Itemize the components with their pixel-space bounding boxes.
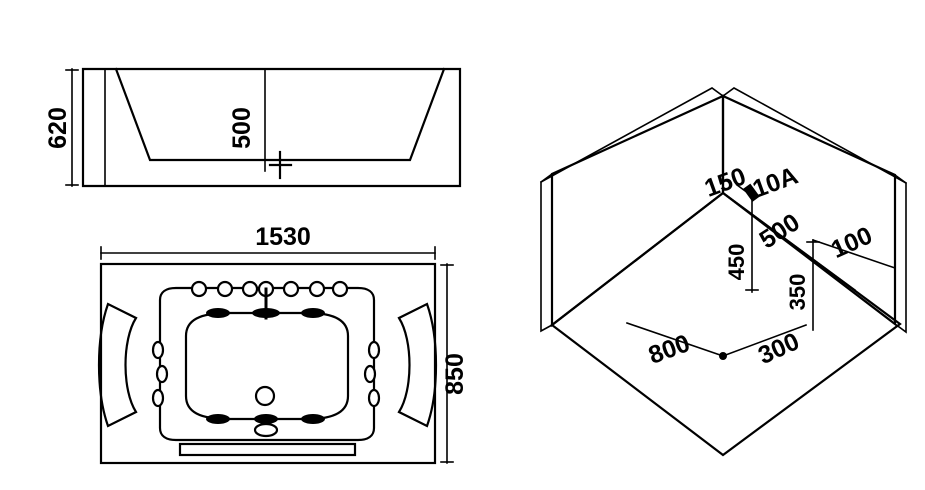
side-jet <box>367 340 381 360</box>
plan-drain-ring <box>254 385 276 407</box>
side-jet <box>367 388 381 408</box>
elevation-inner-basin <box>114 67 446 162</box>
dimension-1530-label: 1530 <box>255 223 311 251</box>
top-plan-view: 1530 850 <box>97 223 469 465</box>
plan-armrest-left <box>97 302 138 428</box>
plan-side-jets-left <box>151 340 169 408</box>
iso-dimension-450-label: 450 <box>724 244 749 281</box>
jet-nozzle <box>308 280 326 298</box>
jet-nozzle <box>190 280 208 298</box>
plan-side-jets-right <box>363 340 381 408</box>
iso-dimension-150-label: 150 <box>701 162 750 203</box>
elevation-outer-body <box>81 67 462 188</box>
fitting-pad <box>206 308 230 318</box>
fitting-pad <box>252 308 280 318</box>
iso-dimension-350: 350 <box>785 239 820 331</box>
iso-floor-point-marker <box>719 352 727 360</box>
iso-dimension-450: 450 <box>724 195 759 293</box>
fitting-pad <box>301 308 325 318</box>
dimension-620: 620 <box>44 68 79 187</box>
iso-right-wall-top-edge <box>721 87 908 185</box>
dimension-500-elevation: 500 <box>228 68 266 172</box>
plan-top-jet-row <box>190 280 349 298</box>
side-jet <box>151 388 165 408</box>
side-jet <box>363 364 377 384</box>
iso-socket-10a <box>743 183 760 202</box>
jet-nozzle <box>241 280 259 298</box>
iso-dimension-350-label: 350 <box>785 274 810 311</box>
dimension-850-label: 850 <box>441 353 469 395</box>
jet-nozzle <box>282 280 300 298</box>
side-jet <box>151 340 165 360</box>
iso-left-wall-face <box>550 94 725 328</box>
jet-nozzle <box>216 280 234 298</box>
plan-bowl-outline <box>158 286 376 442</box>
elevation-drain-marker <box>268 150 293 180</box>
dimension-620-label: 620 <box>44 107 72 149</box>
iso-left-wall-top-edge <box>539 87 725 184</box>
overflow-fitting <box>253 422 279 438</box>
fitting-pad <box>254 414 278 424</box>
iso-dim-line-upper <box>721 191 857 292</box>
iso-leader-800 <box>625 321 725 358</box>
socket-body <box>743 183 760 202</box>
plan-lower-fittings <box>206 414 325 438</box>
iso-dimension-10a-label: 10A <box>749 161 802 203</box>
plan-armrest-right <box>397 302 438 428</box>
jet-nozzle <box>331 280 349 298</box>
fitting-pad <box>301 414 325 424</box>
side-jet <box>155 364 169 384</box>
iso-leader-300 <box>721 323 808 358</box>
dimension-850: 850 <box>440 263 469 464</box>
fitting-pad <box>206 414 230 424</box>
iso-dimension-300-label: 300 <box>754 327 804 370</box>
iso-leader-150 <box>735 183 754 198</box>
iso-dimension-100-label: 100 <box>827 221 877 264</box>
iso-floor-dimension-leaders <box>625 321 808 360</box>
dimension-500-label: 500 <box>228 107 256 149</box>
dimension-1530: 1530 <box>100 223 436 260</box>
iso-right-wall-edge <box>893 173 907 334</box>
iso-dimension-800-label: 800 <box>645 329 694 370</box>
plan-access-panel <box>178 442 357 457</box>
iso-leader-100 <box>811 238 897 270</box>
plan-upper-fittings <box>206 308 325 318</box>
front-elevation-view: 620 500 <box>44 67 462 188</box>
isometric-view: 450 350 150 10A 500 100 800 300 <box>539 87 908 457</box>
iso-left-wall-edge <box>540 172 554 333</box>
